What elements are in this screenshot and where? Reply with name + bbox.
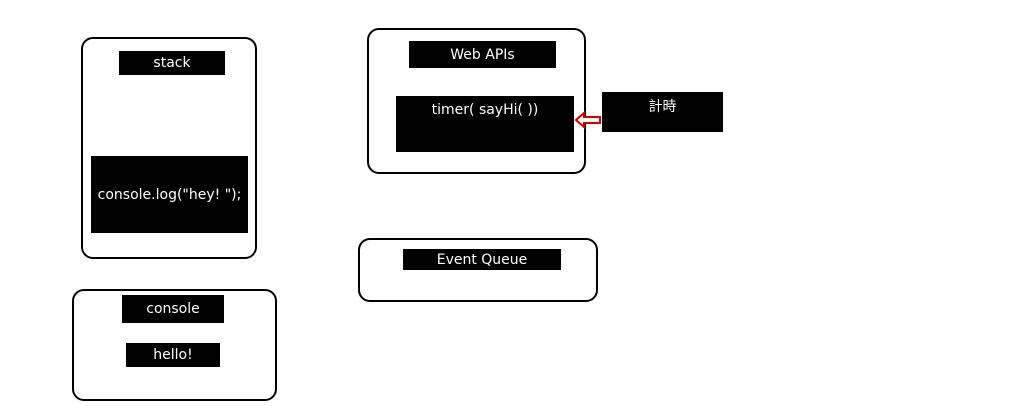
timer-label: 計時 [602,92,723,132]
arrow-left-icon [574,110,601,130]
event-queue-panel [358,238,598,302]
timer-entry: timer( sayHi( )) [396,96,574,152]
event-queue-title: Event Queue [403,249,561,270]
stack-frame: console.log("hey! "); [91,156,248,233]
console-title: console [122,295,224,323]
stack-title: stack [119,51,225,75]
web-apis-title: Web APIs [409,41,556,68]
console-output-line: hello! [126,343,220,367]
